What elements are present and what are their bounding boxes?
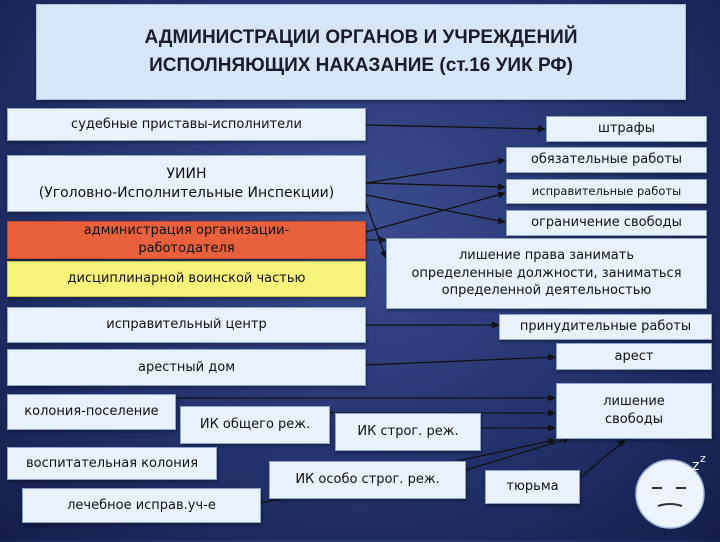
title-line-2: ИСПОЛНЯЮЩИХ НАКАЗАНИЕ (ст.16 УИК РФ) (149, 55, 573, 76)
arrow-uiin-restriction (365, 194, 506, 225)
svg-text:z: z (692, 458, 699, 474)
box-arrest: арест (556, 343, 712, 370)
box-corrective-work: исправительные работы (506, 179, 707, 204)
arrow-uiin-deprivation (365, 202, 387, 259)
label-strict-regime: ИК строг. реж. (357, 424, 459, 440)
label-forced-labor: принудительные работы (519, 319, 692, 335)
label-special-regime: ИК особо строг. реж. (295, 472, 440, 488)
arrow-arresthouse-arrest (365, 353, 556, 366)
label-deprivation-1: лишение права занимать (458, 248, 635, 264)
box-colony-settlement: колония-поселение (7, 394, 176, 430)
label-imprisonment-1: лишение (603, 394, 665, 410)
label-imprisonment-2: свободы (605, 412, 663, 427)
label-employer-1: администрация организации- (83, 223, 290, 239)
label-colony-settlement: колония-поселение (24, 404, 159, 420)
box-medical: лечебное исправ.уч-е (22, 488, 261, 523)
label-arrest-house: арестный дом (137, 359, 236, 375)
box-forced-labor: принудительные работы (499, 314, 712, 340)
box-fines: штрафы (546, 116, 707, 142)
label-deprivation-2: определенные должности, заниматься (411, 265, 682, 281)
box-uiin: УИИН (Уголовно-Исполнительные Инспекции) (7, 155, 366, 212)
box-special-regime: ИК особо строг. реж. (269, 461, 466, 499)
label-uiin-2: (Уголовно-Исполнительные Инспекции) (38, 184, 335, 201)
label-corrective-center: исправительный центр (106, 317, 267, 333)
arrow-bailiffs-fines (365, 124, 546, 133)
label-bailiffs: судебные приставы-исполнители (71, 116, 302, 132)
label-mandatory-work: обязательные работы (530, 152, 683, 168)
label-fines: штрафы (597, 121, 656, 137)
box-bailiffs: судебные приставы-исполнители (7, 108, 366, 141)
box-mandatory-work: обязательные работы (506, 147, 707, 173)
box-arrest-house: арестный дом (7, 349, 366, 386)
label-medical: лечебное исправ.уч-е (67, 497, 216, 513)
arrow-uiin-corrective (365, 182, 506, 191)
label-general-regime: ИК общего реж. (199, 417, 311, 433)
label-prison: тюрьма (506, 479, 559, 495)
box-general-regime: ИК общего реж. (180, 406, 330, 444)
box-strict-regime: ИК строг. реж. (335, 413, 481, 451)
box-employer: администрация организации- работодателя (7, 221, 366, 259)
arrow-special-imprisonment (465, 436, 571, 471)
title-line-1: АДМИНИСТРАЦИИ ОРГАНОВ И УЧРЕЖДЕНИЙ (144, 27, 578, 49)
box-imprisonment: лишение свободы (556, 383, 712, 439)
arrow-uiin-mandatory (365, 157, 506, 184)
label-educational-colony: воспитательная колония (25, 455, 199, 471)
arrow-prison-imprisonment (579, 439, 626, 479)
label-military: дисциплинарной воинской частью (67, 271, 306, 287)
box-educational-colony: воспитательная колония (7, 447, 217, 480)
svg-text:z: z (700, 452, 706, 465)
box-military: дисциплинарной воинской частью (7, 261, 366, 297)
box-deprivation-of-right: лишение права занимать определенные долж… (386, 238, 707, 309)
label-employer-2: работодателя (138, 241, 235, 256)
label-arrest: арест (614, 348, 654, 364)
box-prison: тюрьма (485, 470, 580, 504)
sleeping-face-icon: z z (630, 448, 720, 542)
label-uiin-1: УИИН (166, 165, 207, 182)
label-restriction: ограничение свободы (531, 215, 682, 231)
label-deprivation-3: определенной деятельностью (441, 283, 652, 299)
box-corrective-center: исправительный центр (7, 307, 366, 343)
label-corrective-work: исправительные работы (531, 183, 682, 198)
title-box: АДМИНИСТРАЦИИ ОРГАНОВ И УЧРЕЖДЕНИЙ ИСПОЛ… (36, 4, 686, 100)
arrow-employer-corrective (365, 191, 506, 233)
box-restriction: ограничение свободы (506, 210, 707, 236)
